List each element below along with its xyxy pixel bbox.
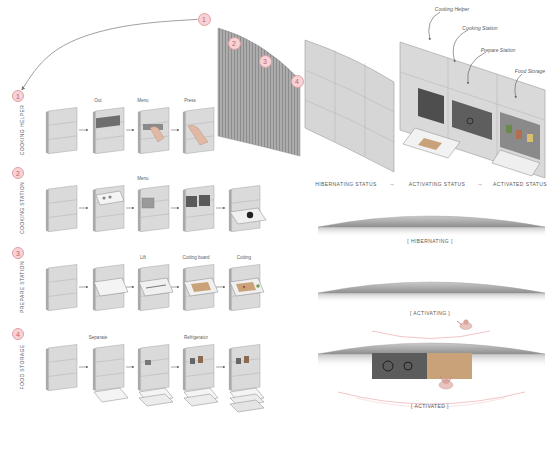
callout-number: 4 <box>291 75 304 88</box>
text-label: [ ACTIVATING ] <box>410 311 450 316</box>
callout-number: 1 <box>198 13 211 26</box>
row-title: PREPARE STATION <box>20 261 25 313</box>
text-label: Cooking Station <box>462 26 497 31</box>
text-label: Menu <box>137 99 148 104</box>
text-label: [ HIBERNATING ] <box>407 239 452 244</box>
text-label: Cutting board <box>182 256 209 261</box>
callout-number: 2 <box>228 37 241 50</box>
callout-text: 2 <box>16 170 20 177</box>
text-label: Refrigerator <box>184 336 208 341</box>
text-label: Press <box>184 99 196 104</box>
text-label: Cooking Helper <box>435 7 469 12</box>
callout-number: 4 <box>12 328 24 340</box>
text-label: Out <box>94 99 101 104</box>
curved-arrow <box>22 19 198 90</box>
text-label: Cutting <box>237 256 251 261</box>
text-label: Food Storage <box>515 69 545 74</box>
callout-text: 3 <box>16 250 20 257</box>
text-label: ACTIVATING STATUS <box>409 182 465 187</box>
callout-text: 4 <box>16 331 20 338</box>
row-title: COOKING STATION <box>20 182 25 234</box>
text-label: Menu <box>137 177 148 182</box>
row-title: FOOD STORAGE <box>20 345 25 390</box>
text-label: Separate <box>89 336 107 341</box>
text-label: [ ACTIVATED ] <box>411 404 449 409</box>
text-label: Prepare Station <box>481 48 516 53</box>
text-label: → <box>477 181 483 187</box>
text-label: Lift <box>140 256 146 261</box>
callout-text: 1 <box>16 93 20 100</box>
text-label: → <box>389 181 395 187</box>
row-title: COOKING HELPER <box>20 105 25 156</box>
callout-text: 1 <box>202 16 206 23</box>
callout-number: 2 <box>12 167 24 179</box>
callout-text: 3 <box>263 58 267 65</box>
callout-text: 4 <box>295 78 299 85</box>
text-label: HIBERNATING STATUS <box>315 182 376 187</box>
callout-text: 2 <box>232 40 236 47</box>
text-label: ACTIVATED STATUS <box>493 182 547 187</box>
callout-number: 3 <box>259 55 272 68</box>
callout-number: 1 <box>12 90 24 102</box>
callout-number: 3 <box>12 247 24 259</box>
